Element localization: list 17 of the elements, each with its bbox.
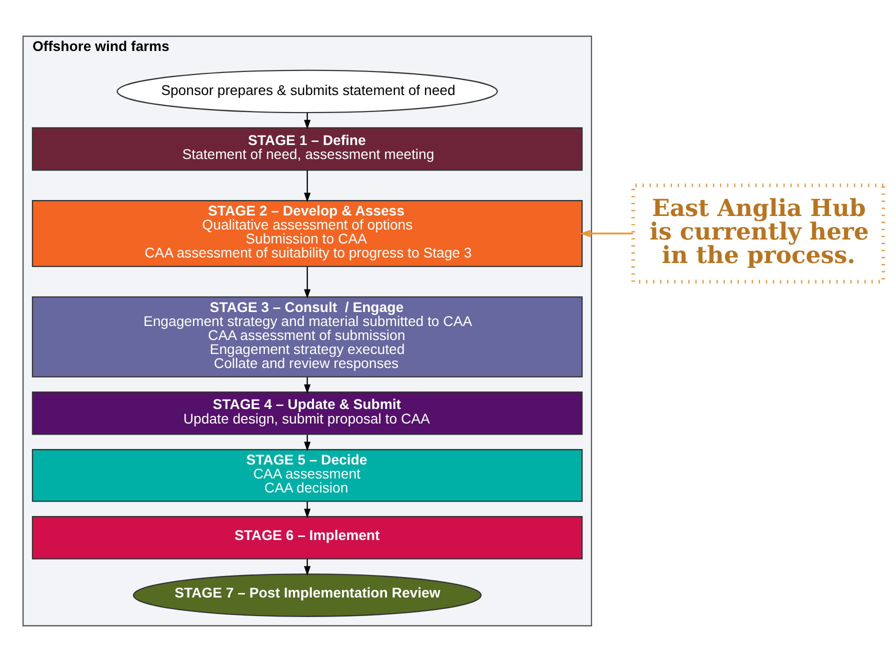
arrow [579, 229, 632, 237]
node-ellipse: Sponsor prepares & submits statement of need [116, 69, 498, 113]
arrow [304, 500, 310, 518]
node-box: STAGE 3 – Consult / Engage Engagement strategy and material submitted to CAA CAA assessment of submission Engagement strategy executed Collate and review responses [31, 296, 582, 377]
node-box: STAGE 1 – Define Statement of need, assessment meeting [31, 126, 582, 170]
node-ellipse: STAGE 7 – Post Implementation Review [132, 573, 482, 616]
arrow [304, 434, 310, 451]
node-box: STAGE 4 – Update & Submit Update design, submit proposal to CAA [31, 390, 582, 434]
arrow [304, 266, 310, 298]
arrow [304, 558, 310, 576]
node-box: STAGE 5 – Decide CAA assessment CAA decision [31, 448, 582, 502]
node-box: STAGE 6 – Implement [31, 515, 582, 559]
node-box: STAGE 2 – Develop & Assess Qualitative assessment of options Submission to CAA CAA assessment of suitability to progress to Stage 3 [31, 200, 582, 266]
arrow [304, 112, 310, 129]
arrow [304, 376, 310, 394]
node-box: East Anglia Hub is currently here in the process. [630, 183, 885, 283]
arrow [304, 170, 310, 202]
